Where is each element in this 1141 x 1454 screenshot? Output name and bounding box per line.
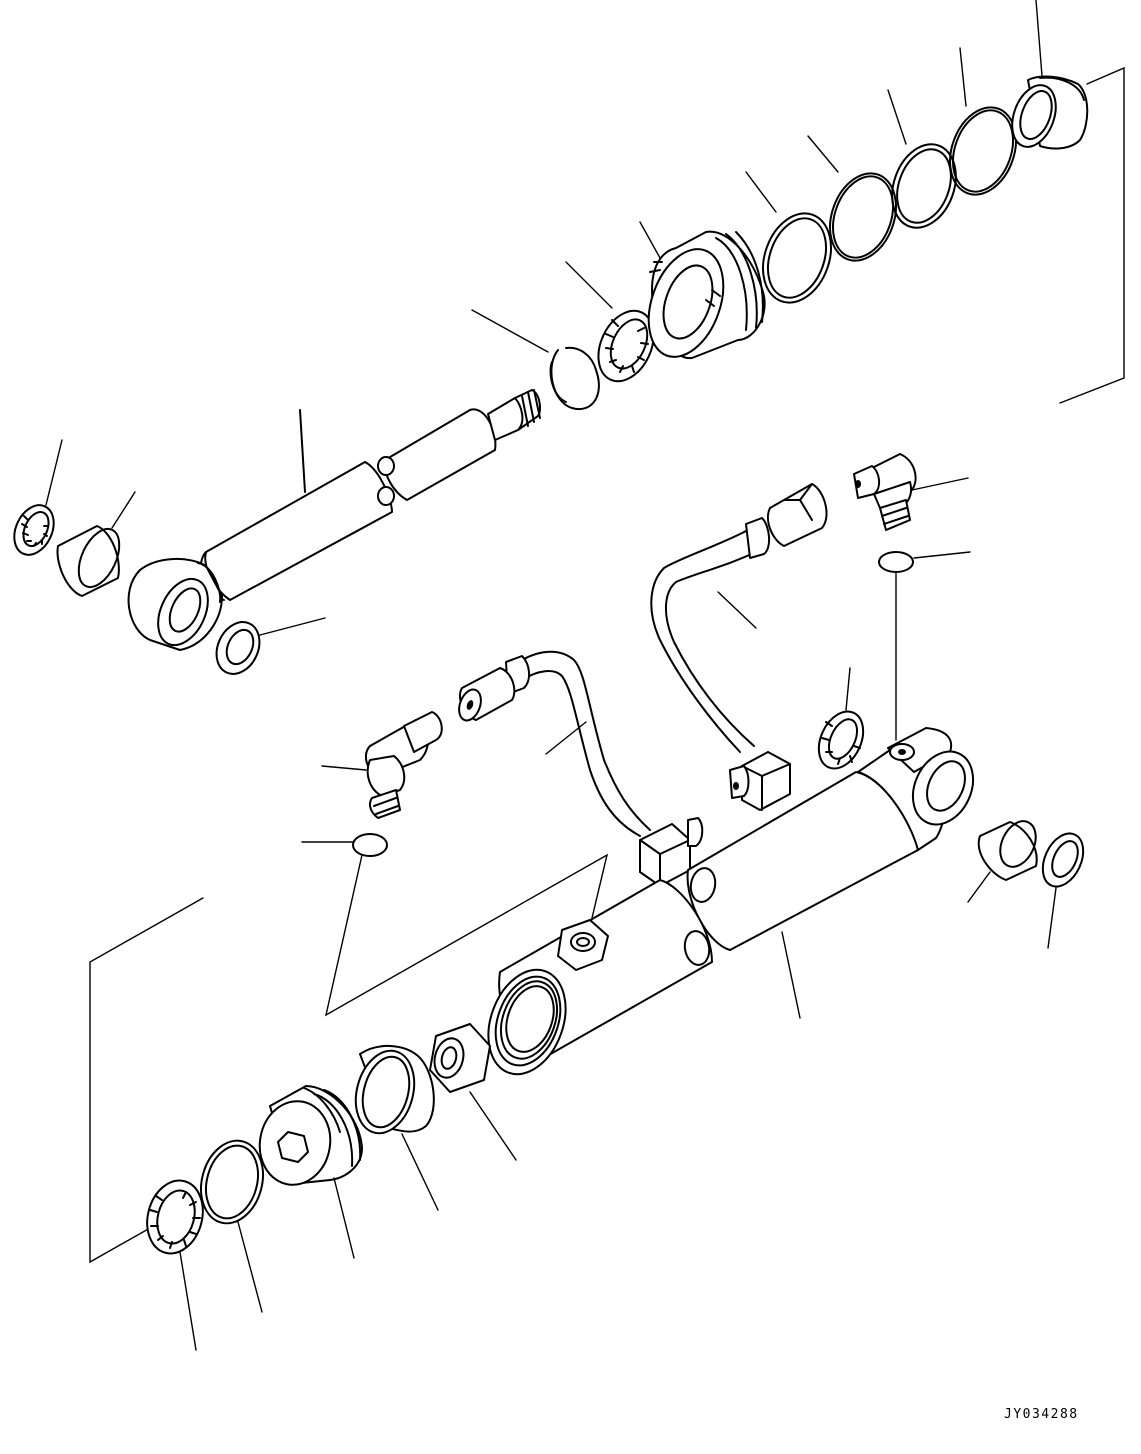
elbow-fitting-head-side: [854, 454, 968, 530]
head-dust-seal: [139, 1174, 210, 1350]
piston-bushing: [1004, 0, 1087, 153]
wear-ring: [938, 48, 1027, 204]
piston-seal-ring: [746, 172, 843, 312]
rod-eye: [129, 559, 222, 653]
lower-group-bracket: [90, 898, 203, 1262]
piston: [635, 222, 765, 367]
hydraulic-pipe-rod-side: [455, 652, 702, 886]
rod-nut: [566, 262, 664, 390]
oring-head-side: [879, 552, 970, 740]
cylinder-head-ring: [347, 1044, 438, 1210]
snap-ring: [472, 310, 599, 409]
piston-oring: [808, 136, 908, 270]
rod-eye-dust-seal: [7, 440, 62, 561]
drawing-reference-code: JY034288: [1004, 1407, 1079, 1422]
backup-ring: [881, 90, 967, 237]
port-nut: [430, 1024, 516, 1160]
oring-group-bracket: [326, 855, 607, 1015]
oring-rod-side: [302, 834, 387, 856]
cylinder-tube: [475, 728, 985, 1085]
elbow-fitting-rod-side: [322, 712, 442, 818]
cylinder-eye-bushing: [968, 815, 1043, 902]
piston-rod: [201, 390, 540, 600]
hydraulic-pipe-head-side: [651, 484, 826, 810]
rod-eye-bushing: [58, 492, 135, 596]
upper-group-bracket: [1060, 68, 1124, 403]
cylinder-eye-seal-top: [810, 668, 872, 776]
cylinder-eye-seal-bottom: [1035, 827, 1091, 948]
cylinder-head: [253, 1086, 362, 1258]
rod-eye-seal-right: [208, 615, 325, 681]
head-oring: [192, 1134, 272, 1312]
